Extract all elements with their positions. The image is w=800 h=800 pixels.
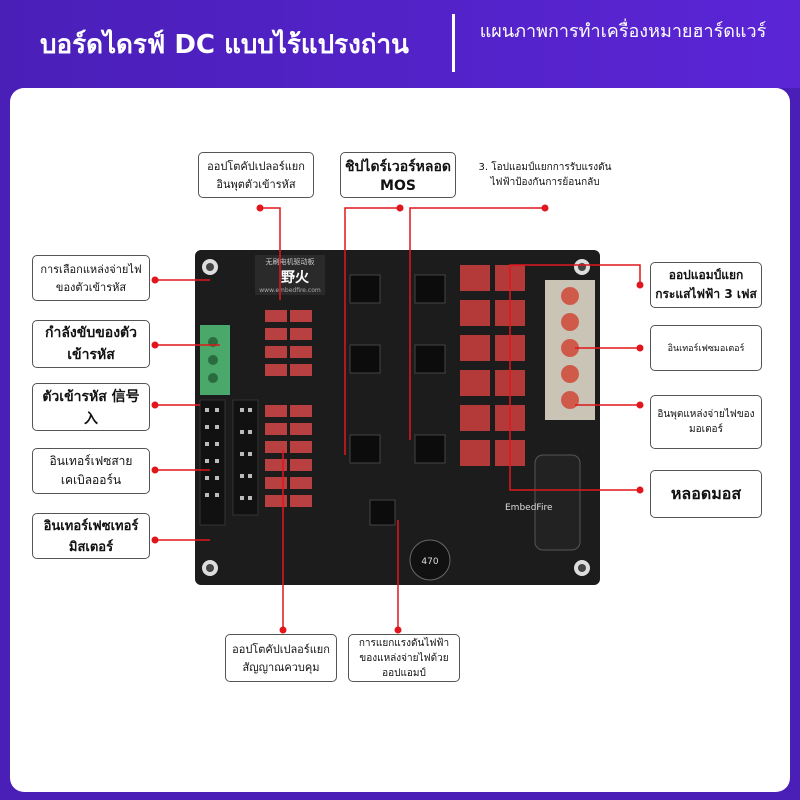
- label-mosfet: หลอดมอส: [650, 470, 762, 518]
- label-cable-interface: อินเทอร์เฟซสายเคเบิลออร์น: [32, 448, 150, 494]
- label-control-isolation: ออปโตคัปเปลอร์แยกสัญญาณควบคุม: [225, 634, 337, 682]
- label-driver-chip: ชิปไดร์เวอร์หลอด MOS: [340, 152, 456, 198]
- header-divider: [452, 14, 455, 72]
- board-chinese-logo: 野火: [281, 270, 310, 286]
- label-thermistor: อินเทอร์เฟซเทอร์มิสเตอร์: [32, 513, 150, 559]
- label-encoder-power: กำลังขับของตัวเข้ารหัส: [32, 320, 150, 368]
- label-encoder-isolation: ออปโตคัปเปลอร์แยกอินพุตตัวเข้ารหัส: [198, 152, 314, 198]
- board-image: 无刷电机驱动板 野火 www.embedfire.com 470: [195, 250, 600, 585]
- page-title: บอร์ดไดรฟ์ DC แบบไร้แปรงถ่าน: [40, 30, 409, 60]
- board-website: www.embedfire.com: [259, 287, 321, 294]
- board-chinese-title: 无刷电机驱动板: [266, 257, 315, 266]
- page-subtitle: แผนภาพการทำเครื่องหมายฮาร์ดแวร์: [479, 21, 767, 42]
- label-encoder-signal: ตัวเข้ารหัส 信号入: [32, 383, 150, 431]
- board-inductor-label: 470: [421, 557, 438, 567]
- board-brand: EmbedFire: [505, 503, 553, 513]
- label-motor-interface: อินเทอร์เฟซมอเตอร์: [650, 325, 762, 371]
- label-voltage-isolation: การแยกแรงดันไฟฟ้าของแหล่งจ่ายไฟด้วยออปแอ…: [348, 634, 460, 682]
- label-encoder-power-select: การเลือกแหล่งจ่ายไฟของตัวเข้ารหัส: [32, 255, 150, 301]
- label-opamp-reverse: 3. โอปแอมป์แยกการรับแรงดันไฟฟ้าป้องกันกา…: [478, 162, 612, 188]
- label-current-opamp: ออปแอมป์แยกกระแสไฟฟ้า 3 เฟส: [650, 262, 762, 308]
- header-bar: [0, 0, 800, 88]
- label-motor-power: อินพุตแหล่งจ่ายไฟของมอเตอร์: [650, 395, 762, 449]
